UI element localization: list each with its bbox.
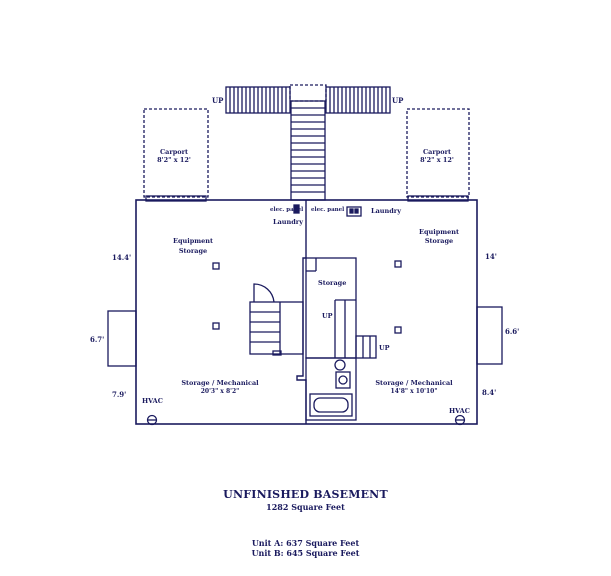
carport-left-size: 8'2" x 12' — [157, 156, 191, 164]
hvac-box-right — [476, 306, 503, 365]
unit-b-storage-closet — [305, 257, 357, 359]
carport-left-door — [145, 195, 207, 202]
dim-unit-a-top: 14.4' — [112, 253, 131, 262]
carport-right-size: 8'2" x 12' — [420, 156, 454, 164]
dim-unit-b-bottom: 8.4' — [482, 388, 496, 397]
center-stairs — [290, 100, 326, 201]
top-stairs-right — [325, 86, 391, 114]
unit-a-storage-mech: Storage / Mechanical — [181, 379, 259, 387]
unit-b-elec-panel: elec. panel — [311, 207, 344, 213]
center-wall — [296, 200, 307, 424]
carport-right — [406, 108, 470, 198]
unit-b-laundry: Laundry — [371, 207, 401, 215]
unit-a-equipment-line1: Equipment — [173, 237, 213, 245]
column — [212, 262, 220, 270]
unit-b-storage-mech: Storage / Mechanical — [375, 379, 453, 387]
plan-total-area: 1282 Square Feet — [266, 502, 345, 512]
unit-b-storage-mech-size: 14'8" x 10'10" — [391, 388, 438, 395]
unit-b-stairs — [355, 335, 377, 359]
unit-b-area: Unit B: 645 Square Feet — [251, 548, 360, 558]
unit-a-area: Unit A: 637 Square Feet — [251, 538, 360, 548]
dim-unit-a-bottom: 7.9' — [112, 390, 126, 399]
hvac-unit-b — [454, 414, 466, 426]
unit-b-equipment-line2: Storage — [425, 237, 453, 245]
carport-right-title: Carport — [423, 148, 451, 156]
unit-a-elec-panel: elec. panel — [270, 207, 303, 213]
up-label-right: UP — [392, 96, 404, 105]
up-label-inner-b: UP — [379, 344, 390, 352]
unit-a-laundry: Laundry — [273, 218, 303, 226]
bathroom — [305, 357, 357, 421]
hvac-unit-a — [146, 414, 158, 426]
dim-unit-a-hvac-box: 6.7' — [90, 335, 104, 344]
carport-left-title: Carport — [160, 148, 188, 156]
elec-panel-icon-a — [293, 204, 300, 214]
up-label-left: UP — [212, 96, 224, 105]
unit-a-storage-mech-size: 20'3" x 8'2" — [201, 388, 240, 395]
up-label-inner-a: UP — [322, 312, 333, 320]
top-stairs-left — [225, 86, 291, 114]
top-landing — [289, 84, 327, 102]
unit-b-storage: Storage — [318, 279, 346, 287]
elec-panel-icon-b — [346, 206, 362, 217]
column — [394, 260, 402, 268]
column — [212, 322, 220, 330]
hvac-box-left — [107, 310, 137, 367]
carport-left — [143, 108, 209, 198]
column — [394, 326, 402, 334]
dim-unit-b-hvac-box: 6.6' — [505, 327, 519, 336]
dim-unit-b-top: 14' — [485, 252, 497, 261]
unit-a-hvac: HVAC — [142, 397, 163, 405]
unit-a-equipment-line2: Storage — [179, 247, 207, 255]
unit-b-equipment-line1: Equipment — [419, 228, 459, 236]
carport-right-door — [407, 195, 469, 202]
plan-heading: UNFINISHED BASEMENT — [223, 488, 388, 501]
unit-a-stairs — [249, 283, 304, 356]
unit-b-hvac: HVAC — [449, 407, 470, 415]
